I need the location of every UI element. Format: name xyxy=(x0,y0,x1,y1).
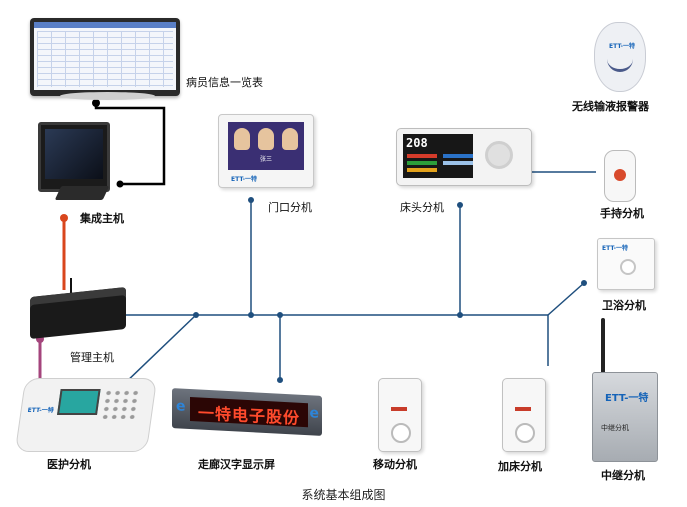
label-nurse-station-unit: 医护分机 xyxy=(47,458,91,471)
label-bedside-unit: 床头分机 xyxy=(400,201,444,214)
door-unit-device: 张三 ETT-一特 xyxy=(218,114,314,188)
label-mobile-unit: 移动分机 xyxy=(373,458,417,471)
label-bathroom-unit: 卫浴分机 xyxy=(602,299,646,312)
node-dot xyxy=(581,280,587,286)
brand-logo: ETT-一特 xyxy=(231,176,258,183)
repeater-antenna xyxy=(601,318,605,374)
led-text: 一特电子股份 xyxy=(197,403,300,428)
label-integrated-host: 集成主机 xyxy=(80,212,124,225)
repeater-label-plate: 中继分机 xyxy=(601,424,629,432)
integrated-host-computer xyxy=(38,122,110,192)
avatar xyxy=(234,128,250,150)
corridor-led-display: e 一特电子股份 e xyxy=(172,388,322,436)
node-dot xyxy=(277,312,283,318)
handheld-unit-device xyxy=(604,150,636,202)
node-dot xyxy=(248,197,254,203)
bedside-unit-device: 208 xyxy=(396,128,532,186)
label-repeater-unit: 中继分机 xyxy=(601,469,645,482)
bed-number: 208 xyxy=(406,136,428,150)
manager-host-antenna xyxy=(70,278,72,296)
monitor-stand xyxy=(60,92,155,100)
bus-to-nurse-unit xyxy=(121,314,197,387)
node-dot xyxy=(277,377,283,383)
repeater-device: ETT-一特 中继分机 xyxy=(592,372,658,462)
label-manager-host: 管理主机 xyxy=(70,351,114,364)
patient-info-monitor xyxy=(30,18,180,96)
nurse-station-phone: ETT-一特 xyxy=(14,378,158,452)
infusion-alarm-device: ETT-一特 xyxy=(594,22,646,92)
avatar xyxy=(282,128,298,150)
node-dot xyxy=(457,312,463,318)
label-door-unit: 门口分机 xyxy=(268,201,312,214)
brand-logo: ETT-一特 xyxy=(605,393,649,404)
node-dot xyxy=(60,214,68,222)
bathroom-unit-device: ETT-一特 xyxy=(597,238,655,290)
label-handheld-unit: 手持分机 xyxy=(600,207,644,220)
label-patient-info-list: 病员信息一览表 xyxy=(186,76,263,89)
node-dot xyxy=(92,99,100,107)
bus-to-bathroom xyxy=(547,282,585,316)
label-extra-bed-unit: 加床分机 xyxy=(498,460,542,473)
extra-bed-unit-device xyxy=(502,378,546,452)
avatar xyxy=(258,128,274,150)
brand-logo-icon: e xyxy=(309,405,320,422)
node-dot xyxy=(116,180,124,188)
label-infusion-alarm: 无线输液报警器 xyxy=(572,100,649,113)
node-dot xyxy=(457,202,463,208)
label-corridor-display: 走廊汉字显示屏 xyxy=(198,458,275,471)
brand-logo: ETT-一特 xyxy=(27,407,55,414)
node-dot xyxy=(248,312,254,318)
keyboard xyxy=(54,186,110,200)
brand-logo: ETT-一特 xyxy=(602,245,629,252)
door-display-name: 张三 xyxy=(259,156,272,163)
brand-logo: ETT-一特 xyxy=(609,43,636,50)
diagram-caption: 系统基本组成图 xyxy=(301,488,386,502)
node-dot xyxy=(193,312,199,318)
call-button xyxy=(485,141,513,169)
brand-logo-icon: e xyxy=(176,398,186,415)
mobile-unit-device xyxy=(378,378,422,452)
